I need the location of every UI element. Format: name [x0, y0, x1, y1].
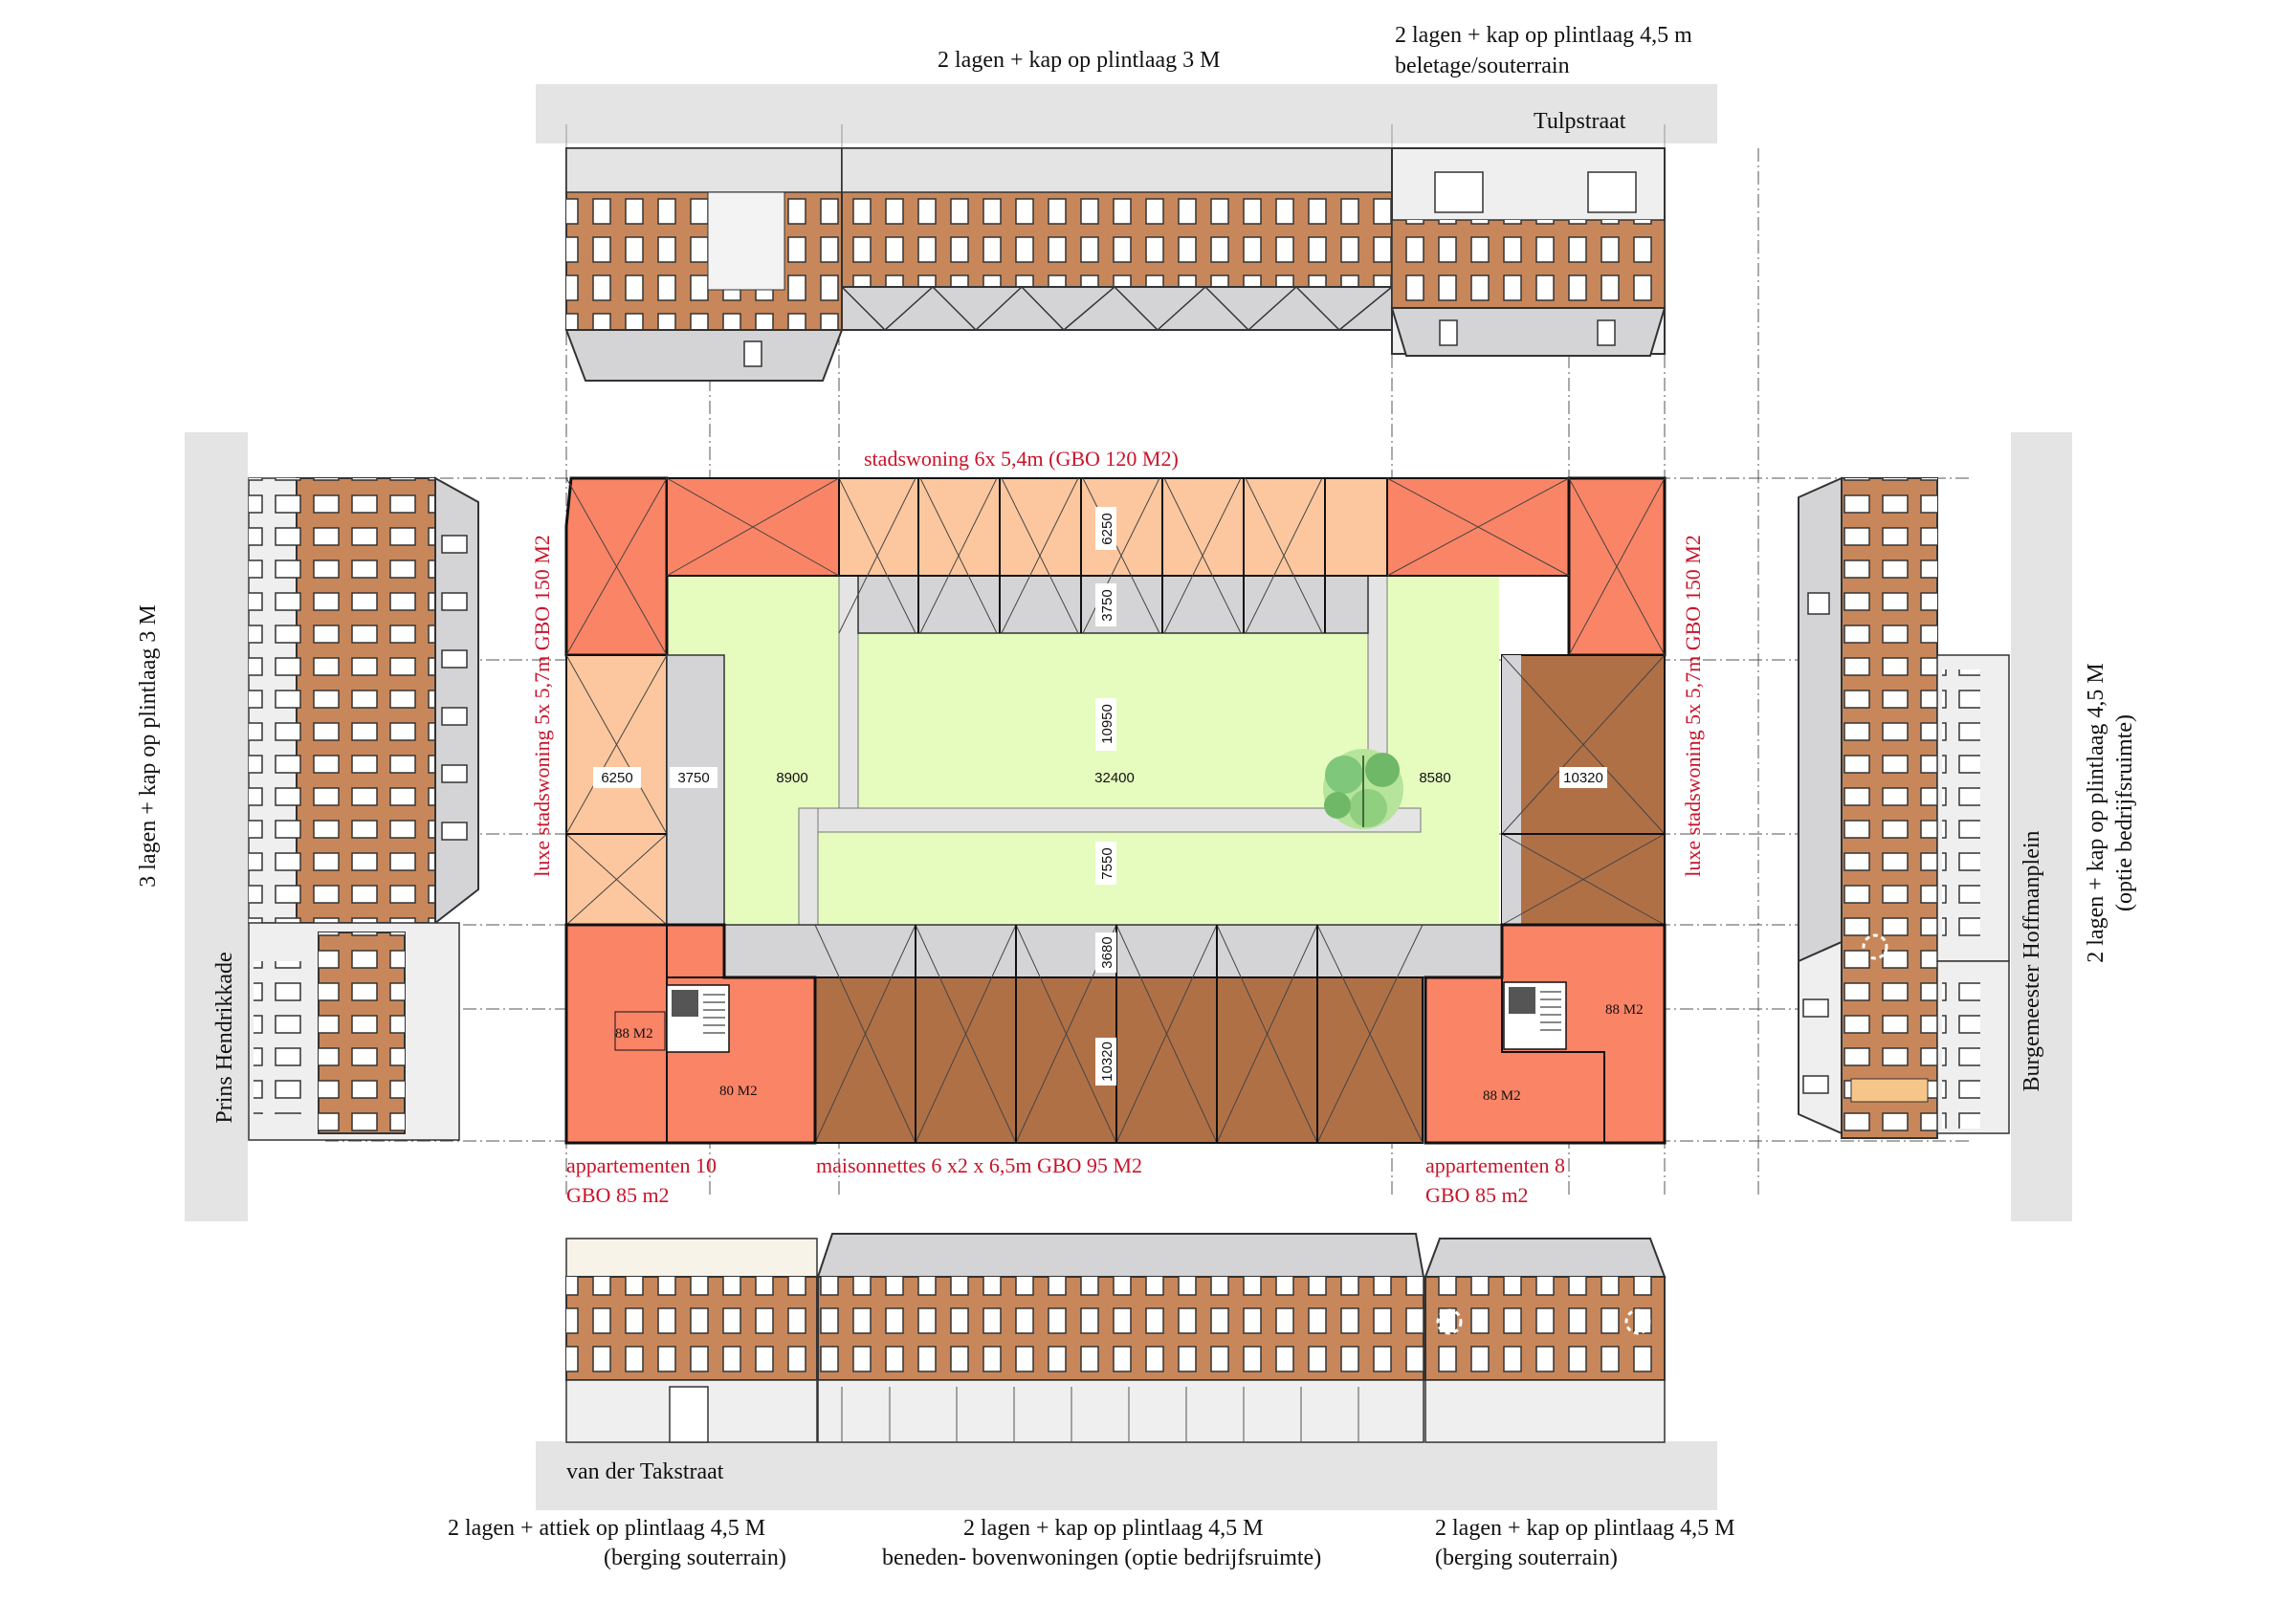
dim-10320-bottom: 10320 — [1099, 1042, 1115, 1082]
street-strip-bottom — [536, 1441, 1717, 1510]
note-bottom-mid-1: 2 lagen + kap op plintlaag 4,5 M — [963, 1516, 1263, 1541]
note-right-2: (optie bedrijfsruimte) — [2112, 714, 2137, 911]
dim-10320-right: 10320 — [1563, 770, 1603, 786]
note-top-right-2: beletage/souterrain — [1395, 54, 1570, 78]
note-top-right-1: 2 lagen + kap op plintlaag 4,5 m — [1395, 23, 1692, 48]
dim-8580: 8580 — [1419, 770, 1450, 786]
left-luxe-column — [565, 654, 668, 926]
dim-3750-top: 3750 — [1099, 589, 1115, 621]
note-bottom-right-1: 2 lagen + kap op plintlaag 4,5 M — [1435, 1516, 1734, 1541]
dim-3680: 3680 — [1099, 936, 1115, 968]
dimension-labels: 6250 3750 10950 7550 3680 10320 6250 375… — [593, 507, 1607, 1086]
note-bottom-mid-2: beneden- bovenwoningen (optie bedrijfsru… — [882, 1546, 1321, 1570]
street-name-right: Burgemeester Hoffmanplein — [2020, 830, 2044, 1091]
note-bottom-left-2: (berging souterrain) — [604, 1546, 786, 1570]
label-br-apartments-2: GBO 85 m2 — [1425, 1183, 1529, 1207]
area-br-lower: 88 M2 — [1483, 1088, 1521, 1104]
label-left-luxe: luxe stadswoning 5x 5,7m GBO 150 M2 — [530, 535, 554, 877]
street-strip-right — [2011, 432, 2072, 1221]
street-name-top: Tulpstraat — [1534, 109, 1626, 134]
area-br-upper: 88 M2 — [1605, 1002, 1644, 1018]
bottom-elevation — [565, 1233, 1667, 1443]
top-left-roof — [564, 329, 844, 382]
dim-6250-top: 6250 — [1099, 513, 1115, 544]
label-top-stadswoning: stadswoning 6x 5,4m (GBO 120 M2) — [864, 447, 1179, 471]
note-bottom-right-2: (berging souterrain) — [1435, 1546, 1618, 1570]
right-elevation — [1798, 476, 2010, 1139]
street-name-left: Prins Hendrikkade — [212, 952, 237, 1123]
dim-8900: 8900 — [776, 770, 807, 786]
label-right-luxe: luxe stadswoning 5x 5,7m GBO 150 M2 — [1681, 535, 1705, 877]
street-strip-left — [185, 432, 248, 1221]
right-luxe-column — [1501, 654, 1666, 926]
label-br-apartments-1: appartementen 8 — [1425, 1153, 1565, 1177]
note-left: 3 lagen + kap op plintlaag 3 M — [136, 604, 161, 887]
bottom-maisonnette-row — [814, 976, 1424, 1144]
label-bl-apartments-2: GBO 85 m2 — [566, 1183, 670, 1207]
top-elevation — [564, 124, 1667, 382]
street-strip-top — [536, 84, 1717, 143]
tree-icon — [1323, 749, 1403, 829]
street-name-bottom: van der Takstraat — [566, 1459, 724, 1484]
dim-3750-left: 3750 — [677, 770, 709, 786]
left-elevation — [248, 476, 479, 1141]
area-bl-large: 80 M2 — [719, 1084, 758, 1099]
note-bottom-left-1: 2 lagen + attiek op plintlaag 4,5 M — [448, 1516, 765, 1541]
dim-32400: 32400 — [1094, 770, 1135, 786]
note-right-1: 2 lagen + kap op plintlaag 4,5 M — [2084, 663, 2108, 962]
dim-7550: 7550 — [1099, 847, 1115, 879]
area-bl-small: 88 M2 — [615, 1026, 653, 1042]
dim-10950: 10950 — [1099, 704, 1115, 744]
dim-6250-left: 6250 — [601, 770, 632, 786]
label-bl-apartments-1: appartementen 10 — [566, 1153, 717, 1177]
label-bottom-maisonnettes: maisonnettes 6 x2 x 6,5m GBO 95 M2 — [816, 1153, 1142, 1177]
note-top-main: 2 lagen + kap op plintlaag 3 M — [938, 48, 1220, 73]
